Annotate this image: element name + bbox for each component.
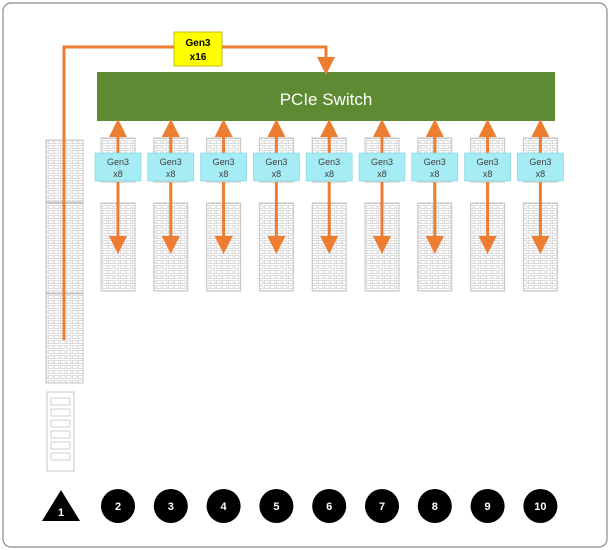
downlink-label-box	[305, 152, 353, 182]
downlink-label-box	[94, 152, 142, 182]
downlink-label-box	[253, 152, 300, 182]
downlink-label-box	[358, 152, 406, 182]
downlink-label-box	[200, 152, 247, 182]
circle-marker-shape	[259, 489, 294, 523]
downlink-label-line2: x8	[166, 169, 176, 179]
downlink-label-box	[464, 152, 511, 182]
downlink-label-line2: x8	[483, 169, 493, 179]
pcie-switch-label: PCIe Switch	[280, 90, 373, 109]
slot-marker-circle: 5	[259, 489, 294, 523]
slot-marker-circle: 9	[470, 489, 505, 523]
downlink-label-line2: x8	[377, 169, 387, 179]
uplink-path: Gen3 x16	[62, 31, 335, 340]
downlink-label-line2: x8	[430, 169, 440, 179]
slot-marker-circle: 7	[365, 489, 399, 523]
downlink-label-line2: x8	[536, 169, 546, 179]
host-io-bracket-slots	[50, 397, 71, 461]
downstream-slot: Gen3 x8	[358, 119, 406, 292]
slot-marker-triangle: 1	[42, 490, 80, 521]
slot-marker-label: 9	[485, 501, 491, 513]
bracket-slot	[50, 430, 71, 439]
downlink-label-line1: Gen3	[213, 157, 235, 167]
pcie-switch: PCIe Switch	[97, 72, 555, 121]
downstream-slot: Gen3 x8	[94, 119, 142, 292]
downlink-label-line1: Gen3	[318, 157, 340, 167]
downlink-label-box	[147, 152, 195, 182]
downlink-label-line1: Gen3	[371, 157, 393, 167]
slot-marker-label: 6	[326, 501, 332, 513]
downstream-slot: Gen3 x8	[305, 119, 353, 292]
downlink-label-line1: Gen3	[529, 157, 551, 167]
slot-marker-circle: 10	[523, 489, 558, 523]
circle-marker-shape	[365, 489, 399, 523]
uplink-label-line1: Gen3	[185, 38, 210, 49]
downstream-slot: Gen3 x8	[200, 119, 247, 292]
bracket-slot	[50, 397, 71, 406]
downlink-label-line2: x8	[324, 169, 334, 179]
bracket-slot	[50, 408, 71, 417]
slot-marker-circle: 8	[417, 489, 452, 523]
circle-marker-shape	[470, 489, 505, 523]
downlink-label-line1: Gen3	[424, 157, 446, 167]
slot-marker-label: 5	[273, 501, 279, 513]
downlink-label-line2: x8	[272, 169, 282, 179]
circle-marker-shape	[523, 489, 558, 523]
slot-marker-label: 7	[379, 501, 385, 513]
slot-marker-circle: 6	[312, 489, 347, 523]
slot-marker-label: 10	[534, 501, 546, 513]
downlink-label-line1: Gen3	[160, 157, 182, 167]
bracket-slot	[50, 441, 71, 450]
slot-marker-label: 1	[58, 507, 64, 519]
downlink-label-box	[411, 152, 459, 182]
slot-marker-label: 3	[168, 501, 174, 513]
downlink-label-line1: Gen3	[107, 157, 129, 167]
downlink-label-line1: Gen3	[265, 157, 287, 167]
circle-marker-shape	[312, 489, 347, 523]
downstream-slots: Gen3x8Gen3x8Gen3x8Gen3x8Gen3x8Gen3x8Gen3…	[94, 119, 564, 292]
downstream-slot: Gen3 x8	[464, 119, 511, 292]
slot-marker-label: 8	[432, 501, 438, 513]
downlink-label-line2: x8	[219, 169, 229, 179]
downstream-slot: Gen3 x8	[517, 119, 564, 292]
uplink-label-line2: x16	[190, 52, 207, 63]
triangle-marker-shape	[42, 490, 80, 521]
pcie-switch-box	[97, 72, 555, 121]
uplink-label-box	[173, 31, 223, 67]
slot-marker-label: 2	[115, 501, 121, 513]
circle-marker-shape	[153, 489, 188, 523]
slot-marker-circle: 4	[206, 489, 241, 523]
circle-marker-shape	[417, 489, 452, 523]
slot-marker-circle: 3	[153, 489, 188, 523]
downlink-label-line1: Gen3	[477, 157, 499, 167]
circle-marker-shape	[101, 489, 135, 523]
slot-marker-label: 4	[221, 501, 228, 513]
bracket-slot	[50, 452, 71, 461]
downstream-slot: Gen3 x8	[147, 119, 195, 292]
downlink-label-box	[517, 152, 564, 182]
slot-markers: 1 2 3 4 5 6 7 8 9 10	[42, 489, 558, 523]
circle-marker-shape	[206, 489, 241, 523]
slot-marker-circle: 2	[101, 489, 135, 523]
bracket-slot	[50, 419, 71, 428]
downstream-slot: Gen3 x8	[411, 119, 459, 292]
downstream-slot: Gen3 x8	[253, 119, 300, 292]
downlink-label-line2: x8	[113, 169, 123, 179]
